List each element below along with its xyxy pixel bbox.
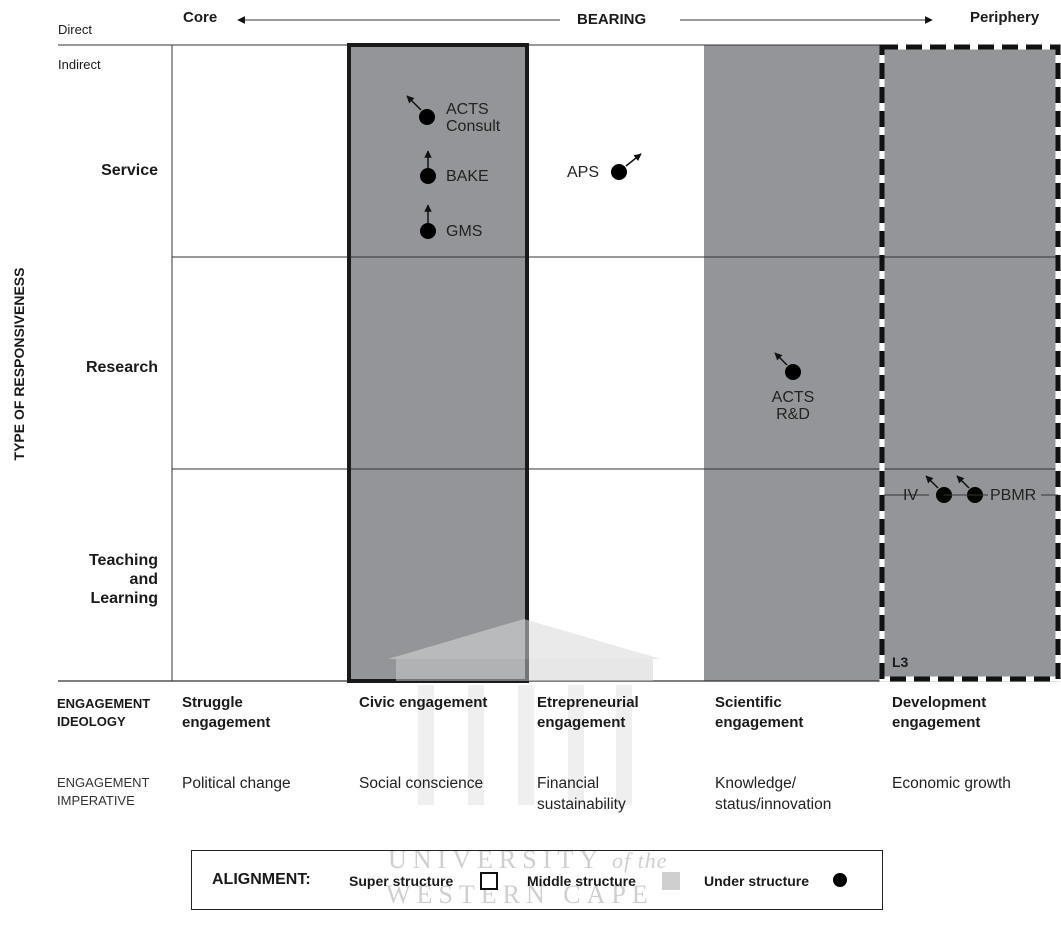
legend-super-label: Super structure (349, 873, 454, 889)
ideology-header: ENGAGEMENT IDEOLOGY (57, 696, 151, 729)
bearing-label: BEARING (577, 11, 647, 28)
legend-middle-label: Middle structure (527, 873, 636, 889)
ideology-scientific: Scientific engagement (715, 694, 804, 731)
imperative-struggle: Political change (182, 775, 291, 792)
row-label-service: Service (101, 162, 158, 179)
development-dashed-box-dashes (879, 44, 1061, 682)
alignment-legend: ALIGNMENT: Super structure Middle struct… (191, 850, 883, 910)
node-label-gms: GMS (446, 223, 483, 240)
imperative-scientific: Knowledge/ status/innovation (715, 775, 832, 813)
watermark-line2: WESTERN CAPE (386, 880, 654, 909)
row-label-research: Research (85, 359, 158, 376)
node-aps (611, 164, 627, 180)
civic-column-shade (349, 45, 527, 681)
direct-label: Direct (58, 22, 92, 37)
node-bake (420, 168, 436, 184)
ideology-struggle: Struggle engagement (182, 694, 271, 731)
imperative-civic: Social conscience (359, 775, 484, 792)
node-label-acts-rd: ACTS R&D (771, 389, 815, 423)
scientific-column-shade (704, 45, 880, 681)
node-label-bake: BAKE (446, 168, 489, 185)
legend-middle-swatch (662, 872, 680, 890)
development-column-shade (880, 45, 1060, 681)
node-gms (420, 223, 436, 239)
legend-under-swatch (833, 873, 847, 887)
core-label: Core (183, 9, 218, 26)
university-crest-watermark (378, 619, 671, 819)
imperative-header: ENGAGEMENT IMPERATIVE (57, 775, 150, 808)
node-label-acts-consult: ACTS Consult (446, 101, 501, 135)
node-acts-consult (419, 109, 435, 125)
legend-under-label: Under structure (704, 873, 810, 889)
periphery-label: Periphery (970, 9, 1040, 26)
node-label-iv: IV (903, 487, 919, 504)
indirect-label: Indirect (58, 57, 101, 72)
legend-super-swatch (480, 872, 498, 890)
ideology-entrepreneurial: Etrepreneurial engagement (537, 694, 639, 731)
l3-label: L3 (892, 654, 909, 670)
node-acts-rd (785, 364, 801, 380)
ideology-civic: Civic engagement (359, 694, 488, 711)
imperative-entrepreneurial: Financial sustainability (537, 775, 626, 813)
ideology-development: Development engagement (892, 694, 987, 731)
imperative-development: Economic growth (892, 775, 1011, 792)
legend-title: ALIGNMENT: (212, 871, 311, 888)
node-label-aps: APS (567, 164, 600, 181)
node-label-pbmr: PBMR (990, 487, 1037, 504)
row-label-teaching: Teaching and Learning (88, 552, 158, 607)
